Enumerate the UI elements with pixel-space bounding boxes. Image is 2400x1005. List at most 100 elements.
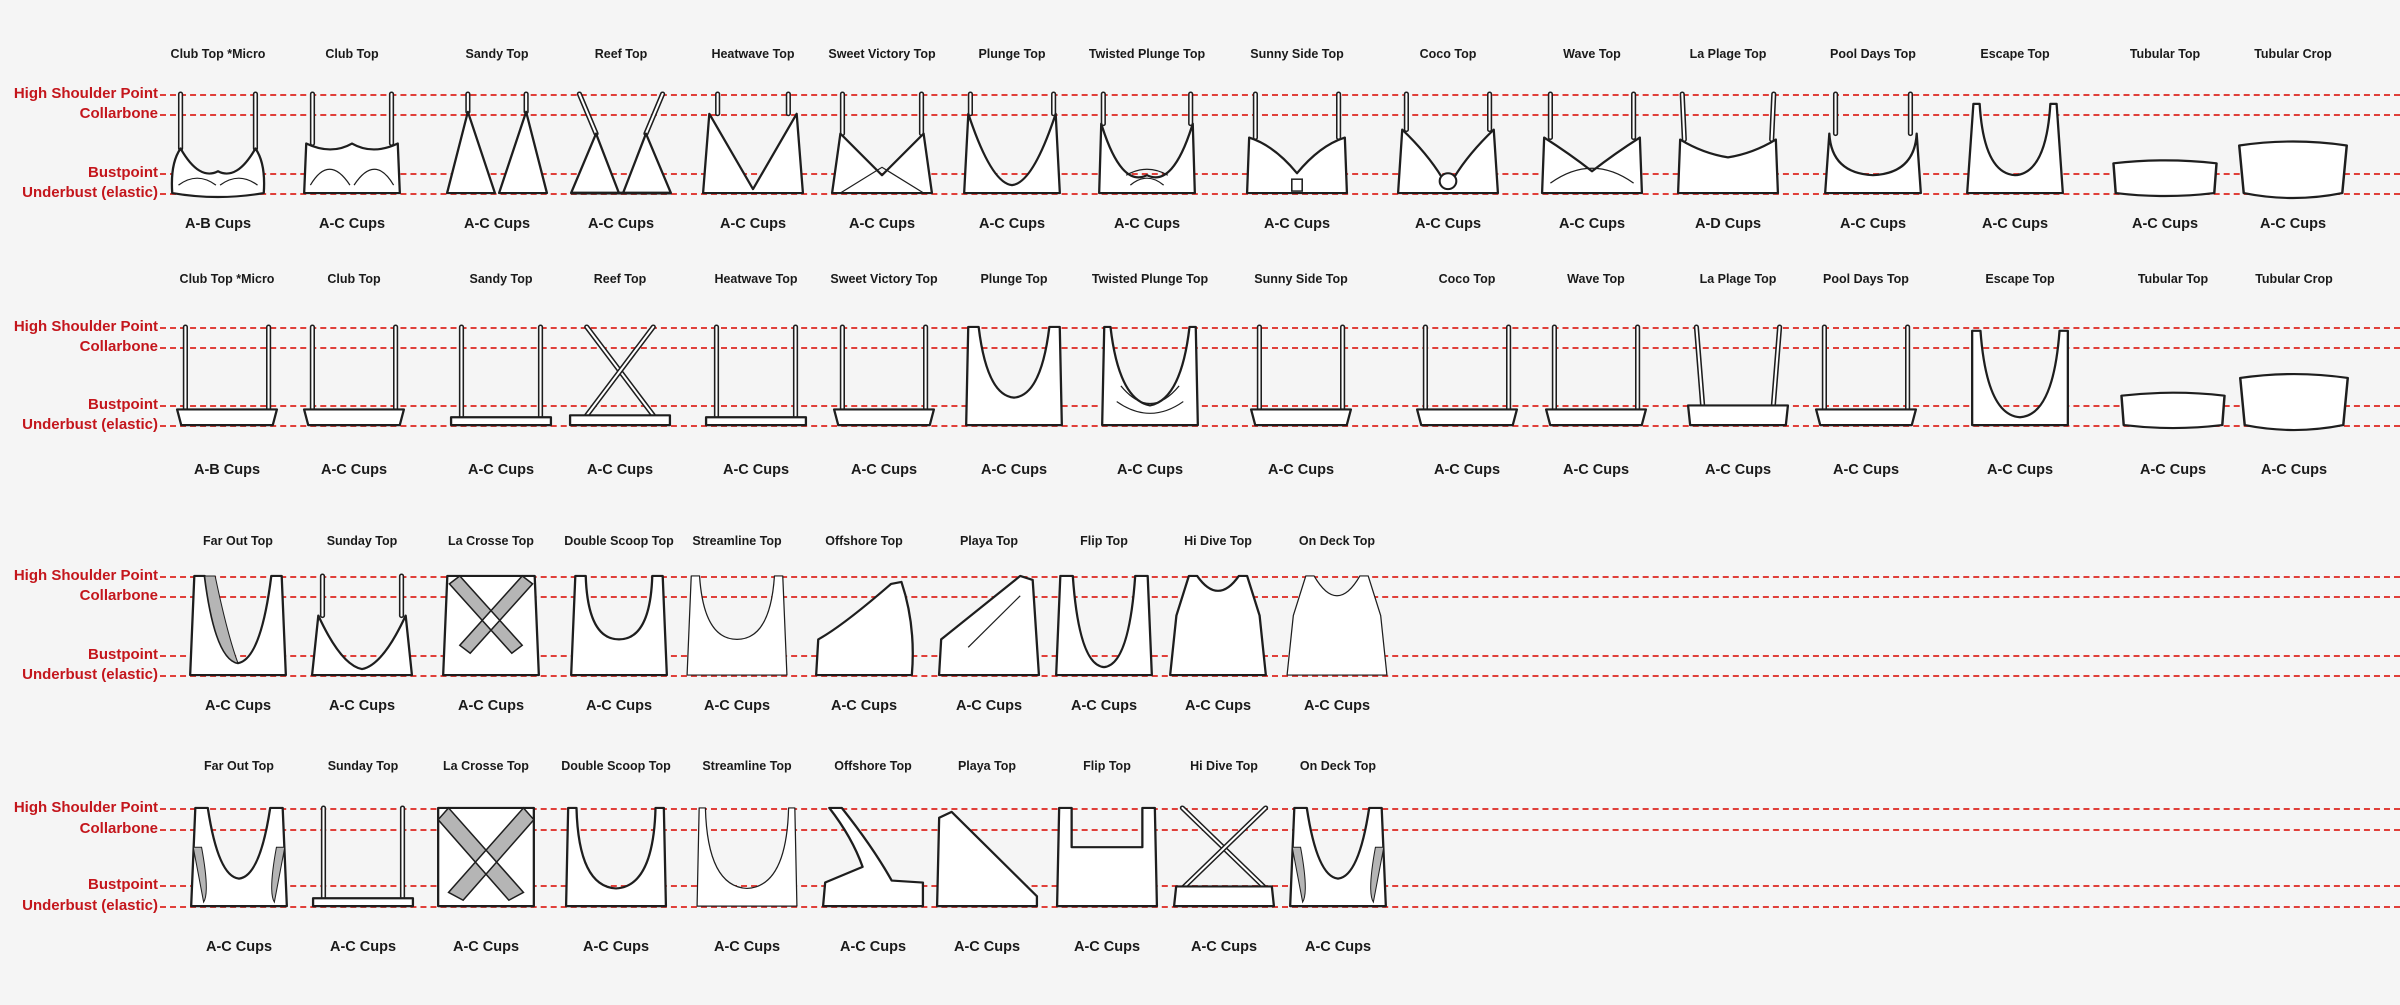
cup-size-label: A-C Cups [1433,462,1501,478]
reference-label: Underbust (elastic) [22,184,158,201]
style-name: Flip Top [1080,534,1128,548]
garment-front-deep-u [1055,574,1153,677]
style-name: Plunge Top [980,272,1048,286]
reference-label: Bustpoint [88,396,158,413]
garment-back-back-straight [1814,324,1918,427]
garment-back-back-string [311,805,415,908]
cup-size-label: A-C Cups [1981,216,2049,232]
reference-label: Underbust (elastic) [22,666,158,683]
cup-size-label: A-C Cups [1832,462,1900,478]
reference-line [160,829,2400,831]
style-name: Tubular Top [2137,272,2209,286]
style-name: La Crosse Top [443,759,529,773]
style-name: Twisted Plunge Top [1088,47,1206,61]
garment-front-wave [1540,91,1644,195]
garment-front-ring [1396,91,1500,195]
style-name: La Crosse Top [448,534,534,548]
garment-back-back-scoop [1971,329,2069,427]
garment-front-cross-front [442,574,540,677]
garment-front-high-neck [1169,574,1267,677]
style-name: Reef Top [593,272,647,286]
cup-size-label: A-C Cups [1414,216,1482,232]
style-name: Playa Top [959,534,1019,548]
style-name: La Plage Top [1699,272,1777,286]
garment-front-bralette-wide [1676,91,1780,195]
style-name: Sandy Top [469,272,533,286]
reference-line [160,114,2400,116]
garment-front-balconette [1245,91,1349,195]
reference-label: Underbust (elastic) [22,416,158,433]
cup-size-label: A-C Cups [953,939,1021,955]
style-name: On Deck Top [1298,534,1376,548]
cup-size-label: A-C Cups [467,462,535,478]
garment-back-back-one-shoulder-wide [935,810,1039,908]
reference-line [160,808,2400,810]
cup-size-label: A-C Cups [582,939,650,955]
garment-back-back-u-tank [564,806,668,908]
garment-back-back-cross-thin [568,324,672,427]
style-name: Club Top *Micro [170,47,266,61]
style-name: Sunday Top [326,534,398,548]
garment-back-back-racer-lined [190,806,288,908]
cup-size-label: A-C Cups [1263,216,1331,232]
cup-size-label: A-C Cups [839,939,907,955]
garment-front-triangle [445,91,549,195]
garment-back-back-string [704,324,808,427]
cup-size-label: A-C Cups [848,216,916,232]
garment-front-one-shoulder [815,580,914,677]
cup-size-label: A-C Cups [1190,939,1258,955]
cup-size-label: A-D Cups [1694,216,1762,232]
cup-size-label: A-C Cups [722,462,790,478]
style-name: Twisted Plunge Top [1091,272,1209,286]
garment-front-bandeau [2112,159,2218,198]
style-name: Far Out Top [204,759,274,773]
style-name: Tubular Top [2129,47,2201,61]
cup-size-label: A-C Cups [587,216,655,232]
garment-front-wrap [830,91,934,195]
cup-size-label: A-C Cups [585,698,653,714]
cup-size-label: A-C Cups [703,698,771,714]
style-name: Escape Top [1980,47,2050,61]
reference-line [160,347,2400,349]
cup-size-label: A-C Cups [719,216,787,232]
garment-back-back-racer-lined [1289,806,1387,908]
cup-size-label: A-C Cups [2131,216,2199,232]
reference-label: Bustpoint [88,164,158,181]
style-name: Club Top [325,47,379,61]
cup-size-label: A-C Cups [204,698,272,714]
cup-size-label: A-C Cups [1184,698,1252,714]
garment-back-back-wide [1686,324,1790,427]
garment-back-back-square [1055,806,1159,908]
style-name: Club Top [327,272,381,286]
cup-size-label: A-C Cups [1113,216,1181,232]
reference-label: High Shoulder Point [13,567,158,584]
garment-back-back-straight [1415,324,1519,427]
garment-back-back-u [965,325,1063,427]
style-name: Playa Top [957,759,1017,773]
garment-front-one-shoulder-wide [937,574,1041,677]
cup-size-label: A-C Cups [2139,462,2207,478]
garment-front-bralette-wire [303,91,401,195]
garment-front-high-neck-wide [1286,575,1388,676]
cup-size-label: A-C Cups [1839,216,1907,232]
cup-size-label: A-C Cups [328,698,396,714]
reference-label: High Shoulder Point [13,85,158,102]
cup-size-label: A-C Cups [2259,216,2327,232]
cup-size-label: A-C Cups [329,939,397,955]
reference-line [160,327,2400,329]
garment-front-tri-wire [170,91,266,199]
garment-front-sunday [310,573,414,677]
cup-size-label: A-C Cups [320,462,388,478]
cup-size-label: A-C Cups [1267,462,1335,478]
style-name: Wave Top [1567,272,1625,286]
reference-line [160,906,2400,908]
cup-size-label: A-C Cups [463,216,531,232]
garment-front-scoop-tank [570,574,668,677]
style-name: Offshore Top [834,759,912,773]
style-name: Double Scoop Top [561,759,671,773]
garment-front-twist [1098,91,1196,195]
reference-line [160,94,2400,96]
garment-front-scoop [1824,91,1922,195]
cup-size-label: A-C Cups [1558,216,1626,232]
cup-size-label: A-C Cups [452,939,520,955]
